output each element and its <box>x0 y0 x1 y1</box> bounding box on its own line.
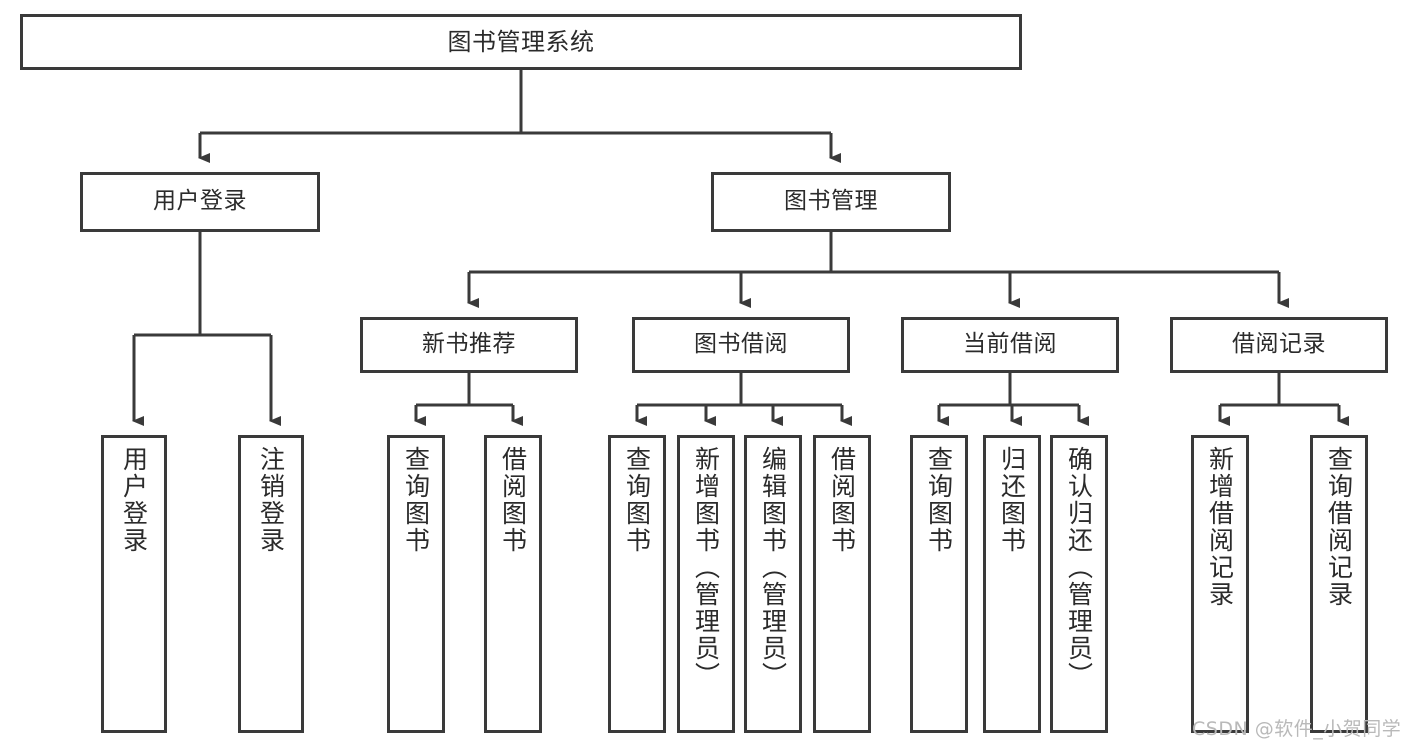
node-l7[interactable]: 编辑图书（管理员） <box>744 435 802 733</box>
node-l8[interactable]: 借阅图书 <box>813 435 871 733</box>
node-l2[interactable]: 注销登录 <box>238 435 304 733</box>
node-label: 确认归还（管理员） <box>1064 446 1094 689</box>
node-label: 查询图书 <box>401 446 431 554</box>
node-label: 查询借阅记录 <box>1324 446 1354 608</box>
node-label: 新书推荐 <box>422 331 516 358</box>
node-label: 新增图书（管理员） <box>691 446 721 689</box>
node-label: 用户登录 <box>119 446 149 554</box>
node-label: 编辑图书（管理员） <box>758 446 788 689</box>
node-root[interactable]: 图书管理系统 <box>20 14 1022 70</box>
node-label: 查询图书 <box>622 446 652 554</box>
node-l5[interactable]: 查询图书 <box>608 435 666 733</box>
node-n3c[interactable]: 当前借阅 <box>901 317 1119 373</box>
node-l10[interactable]: 归还图书 <box>983 435 1041 733</box>
node-label: 查询图书 <box>924 446 954 554</box>
node-l11[interactable]: 确认归还（管理员） <box>1050 435 1108 733</box>
node-label: 新增借阅记录 <box>1205 446 1235 608</box>
node-label: 借阅图书 <box>827 446 857 554</box>
node-label: 借阅记录 <box>1232 331 1326 358</box>
node-label: 图书管理 <box>784 188 878 215</box>
node-label: 借阅图书 <box>498 446 528 554</box>
node-label: 当前借阅 <box>963 331 1057 358</box>
node-label: 注销登录 <box>256 446 286 554</box>
node-label: 归还图书 <box>997 446 1027 554</box>
node-n3b[interactable]: 图书借阅 <box>632 317 850 373</box>
node-l4[interactable]: 借阅图书 <box>484 435 542 733</box>
node-n3d[interactable]: 借阅记录 <box>1170 317 1388 373</box>
node-n2a[interactable]: 用户登录 <box>80 172 320 232</box>
node-l3[interactable]: 查询图书 <box>387 435 445 733</box>
node-n3a[interactable]: 新书推荐 <box>360 317 578 373</box>
csdn-watermark: CSDN @软件_小贺同学 <box>1192 718 1402 740</box>
node-label: 图书借阅 <box>694 331 788 358</box>
node-l13[interactable]: 查询借阅记录 <box>1310 435 1368 733</box>
node-l12[interactable]: 新增借阅记录 <box>1191 435 1249 733</box>
node-n2b[interactable]: 图书管理 <box>711 172 951 232</box>
node-label: 图书管理系统 <box>447 27 595 56</box>
node-l6[interactable]: 新增图书（管理员） <box>677 435 735 733</box>
node-l9[interactable]: 查询图书 <box>910 435 968 733</box>
node-l1[interactable]: 用户登录 <box>101 435 167 733</box>
node-label: 用户登录 <box>153 188 247 215</box>
